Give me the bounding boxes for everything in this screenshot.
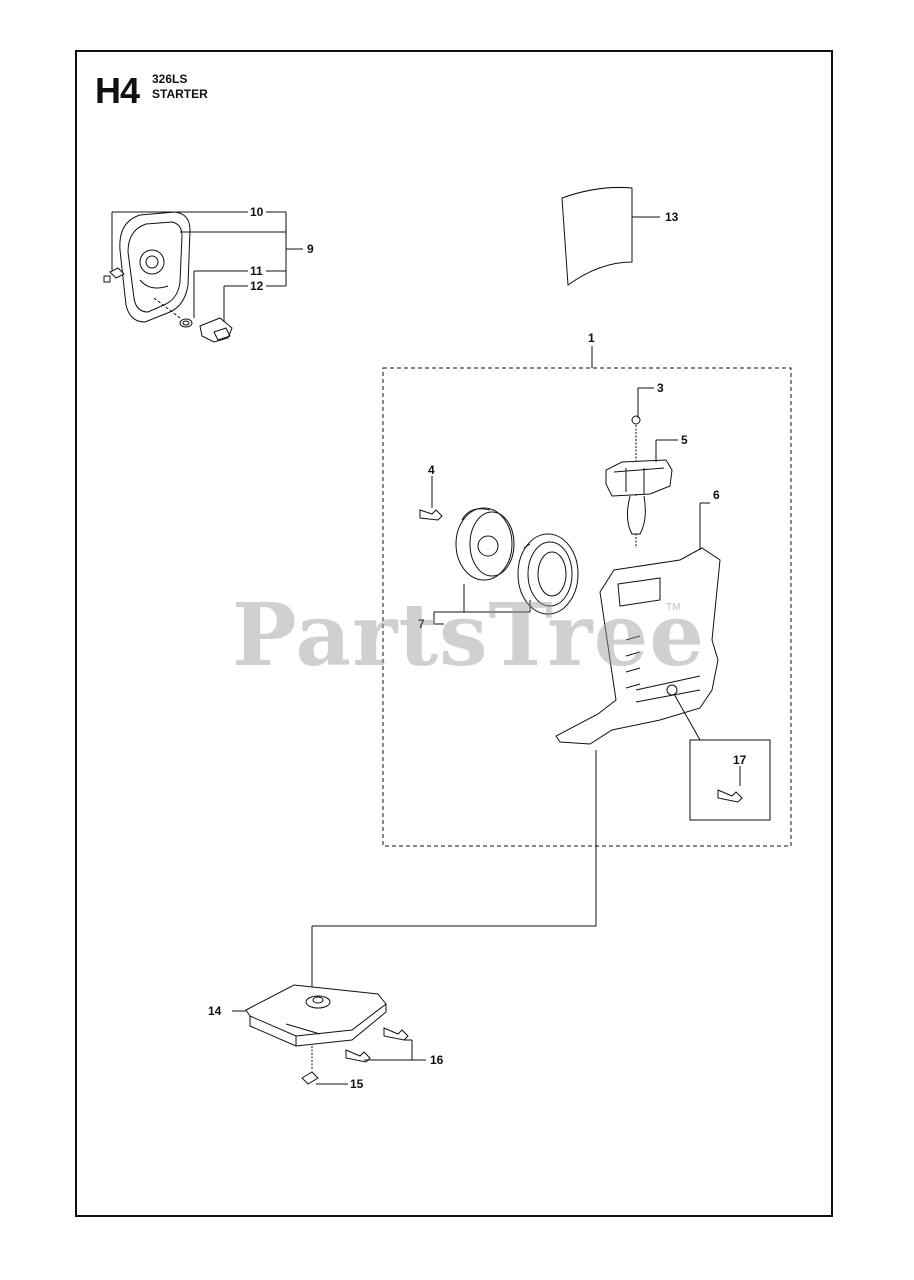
model-number: 326LS [152,72,188,86]
assembly-box [382,367,792,847]
decal-drawing [561,186,633,286]
callout-13: 13 [665,210,679,224]
bracket-drawing [245,984,387,1047]
callout-7: 7 [418,617,425,631]
callout-12: 12 [250,279,264,293]
pulley-drawing [455,507,515,581]
page-frame [75,50,833,1217]
callout-15: 15 [350,1077,364,1091]
starter-pawl-assembly-drawing [103,211,233,343]
spring-drawing [517,533,579,615]
screw-16b-drawing [383,1027,409,1041]
starter-housing-drawing [555,547,721,745]
callout-3: 3 [657,381,664,395]
watermark-trademark: TM [666,602,681,613]
screw-detail-box [689,739,771,821]
screw-15-drawing [301,1071,319,1085]
starter-handle-drawing [605,415,673,548]
callout-14: 14 [208,1004,222,1018]
callout-6: 6 [713,488,720,502]
callout-1: 1 [588,331,595,345]
watermark: PartsTree [232,585,706,686]
callout-17: 17 [733,753,747,767]
callout-16: 16 [430,1053,444,1067]
callout-5: 5 [681,433,688,447]
callout-11: 11 [250,264,263,278]
diagram-code: H4 [95,70,140,111]
callout-4: 4 [428,463,435,477]
callout-9: 9 [307,242,314,256]
screw-16a-drawing [345,1049,371,1063]
screw-drawing [419,509,443,521]
diagram-title: STARTER [152,87,208,101]
callout-10: 10 [250,205,264,219]
